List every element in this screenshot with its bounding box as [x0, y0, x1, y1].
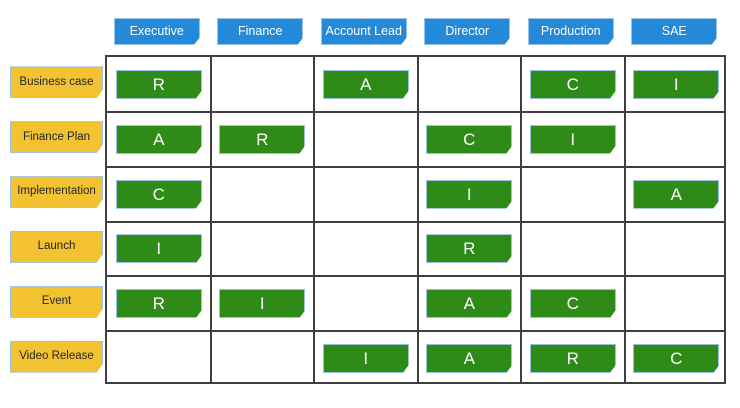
grid-vertical-line — [209, 57, 212, 382]
raci-cell[interactable]: A — [633, 179, 720, 209]
column-header-account-lead[interactable]: Account Lead — [320, 18, 407, 45]
row-label-event[interactable]: Event — [10, 285, 103, 318]
raci-cell[interactable]: I — [219, 289, 306, 319]
column-header-director[interactable]: Director — [424, 18, 511, 45]
grid-vertical-line — [520, 57, 522, 382]
column-header-sae[interactable]: SAE — [631, 18, 718, 45]
raci-cell[interactable]: C — [529, 289, 616, 319]
raci-cell[interactable]: I — [115, 234, 202, 264]
raci-cell[interactable]: R — [115, 289, 202, 319]
row-label-launch[interactable]: Launch — [10, 230, 103, 263]
grid-horizontal-line — [107, 330, 724, 333]
raci-cell[interactable]: C — [426, 124, 513, 154]
column-header-production[interactable]: Production — [527, 18, 614, 45]
raci-cell[interactable]: R — [115, 69, 202, 99]
raci-cell[interactable]: C — [529, 69, 616, 99]
raci-cell[interactable]: I — [529, 124, 616, 154]
raci-cell[interactable]: R — [529, 344, 616, 374]
row-label-business-case[interactable]: Business case — [10, 66, 103, 99]
grid-vertical-line — [313, 57, 315, 382]
grid-horizontal-line — [107, 165, 724, 168]
row-label-video-release[interactable]: Video Release — [10, 340, 103, 373]
raci-cell[interactable]: R — [426, 234, 513, 264]
raci-cell[interactable]: A — [322, 69, 409, 99]
grid-horizontal-line — [107, 220, 724, 223]
raci-cell[interactable]: I — [633, 69, 720, 99]
raci-cell[interactable]: A — [426, 289, 513, 319]
grid-horizontal-line — [107, 110, 724, 113]
row-label-finance-plan[interactable]: Finance Plan — [10, 121, 103, 154]
raci-cell[interactable]: A — [115, 124, 202, 154]
raci-cell[interactable]: I — [322, 344, 409, 374]
raci-cell[interactable]: A — [426, 344, 513, 374]
column-header-executive[interactable]: Executive — [113, 18, 200, 45]
raci-cell[interactable]: C — [633, 344, 720, 374]
row-label-implementation[interactable]: Implementation — [10, 176, 103, 209]
raci-cell[interactable]: R — [219, 124, 306, 154]
raci-cell[interactable]: I — [426, 179, 513, 209]
grid-vertical-line — [623, 57, 626, 382]
grid-horizontal-line — [107, 275, 724, 278]
grid-vertical-line — [416, 57, 419, 382]
column-header-finance[interactable]: Finance — [217, 18, 304, 45]
raci-cell[interactable]: C — [115, 179, 202, 209]
